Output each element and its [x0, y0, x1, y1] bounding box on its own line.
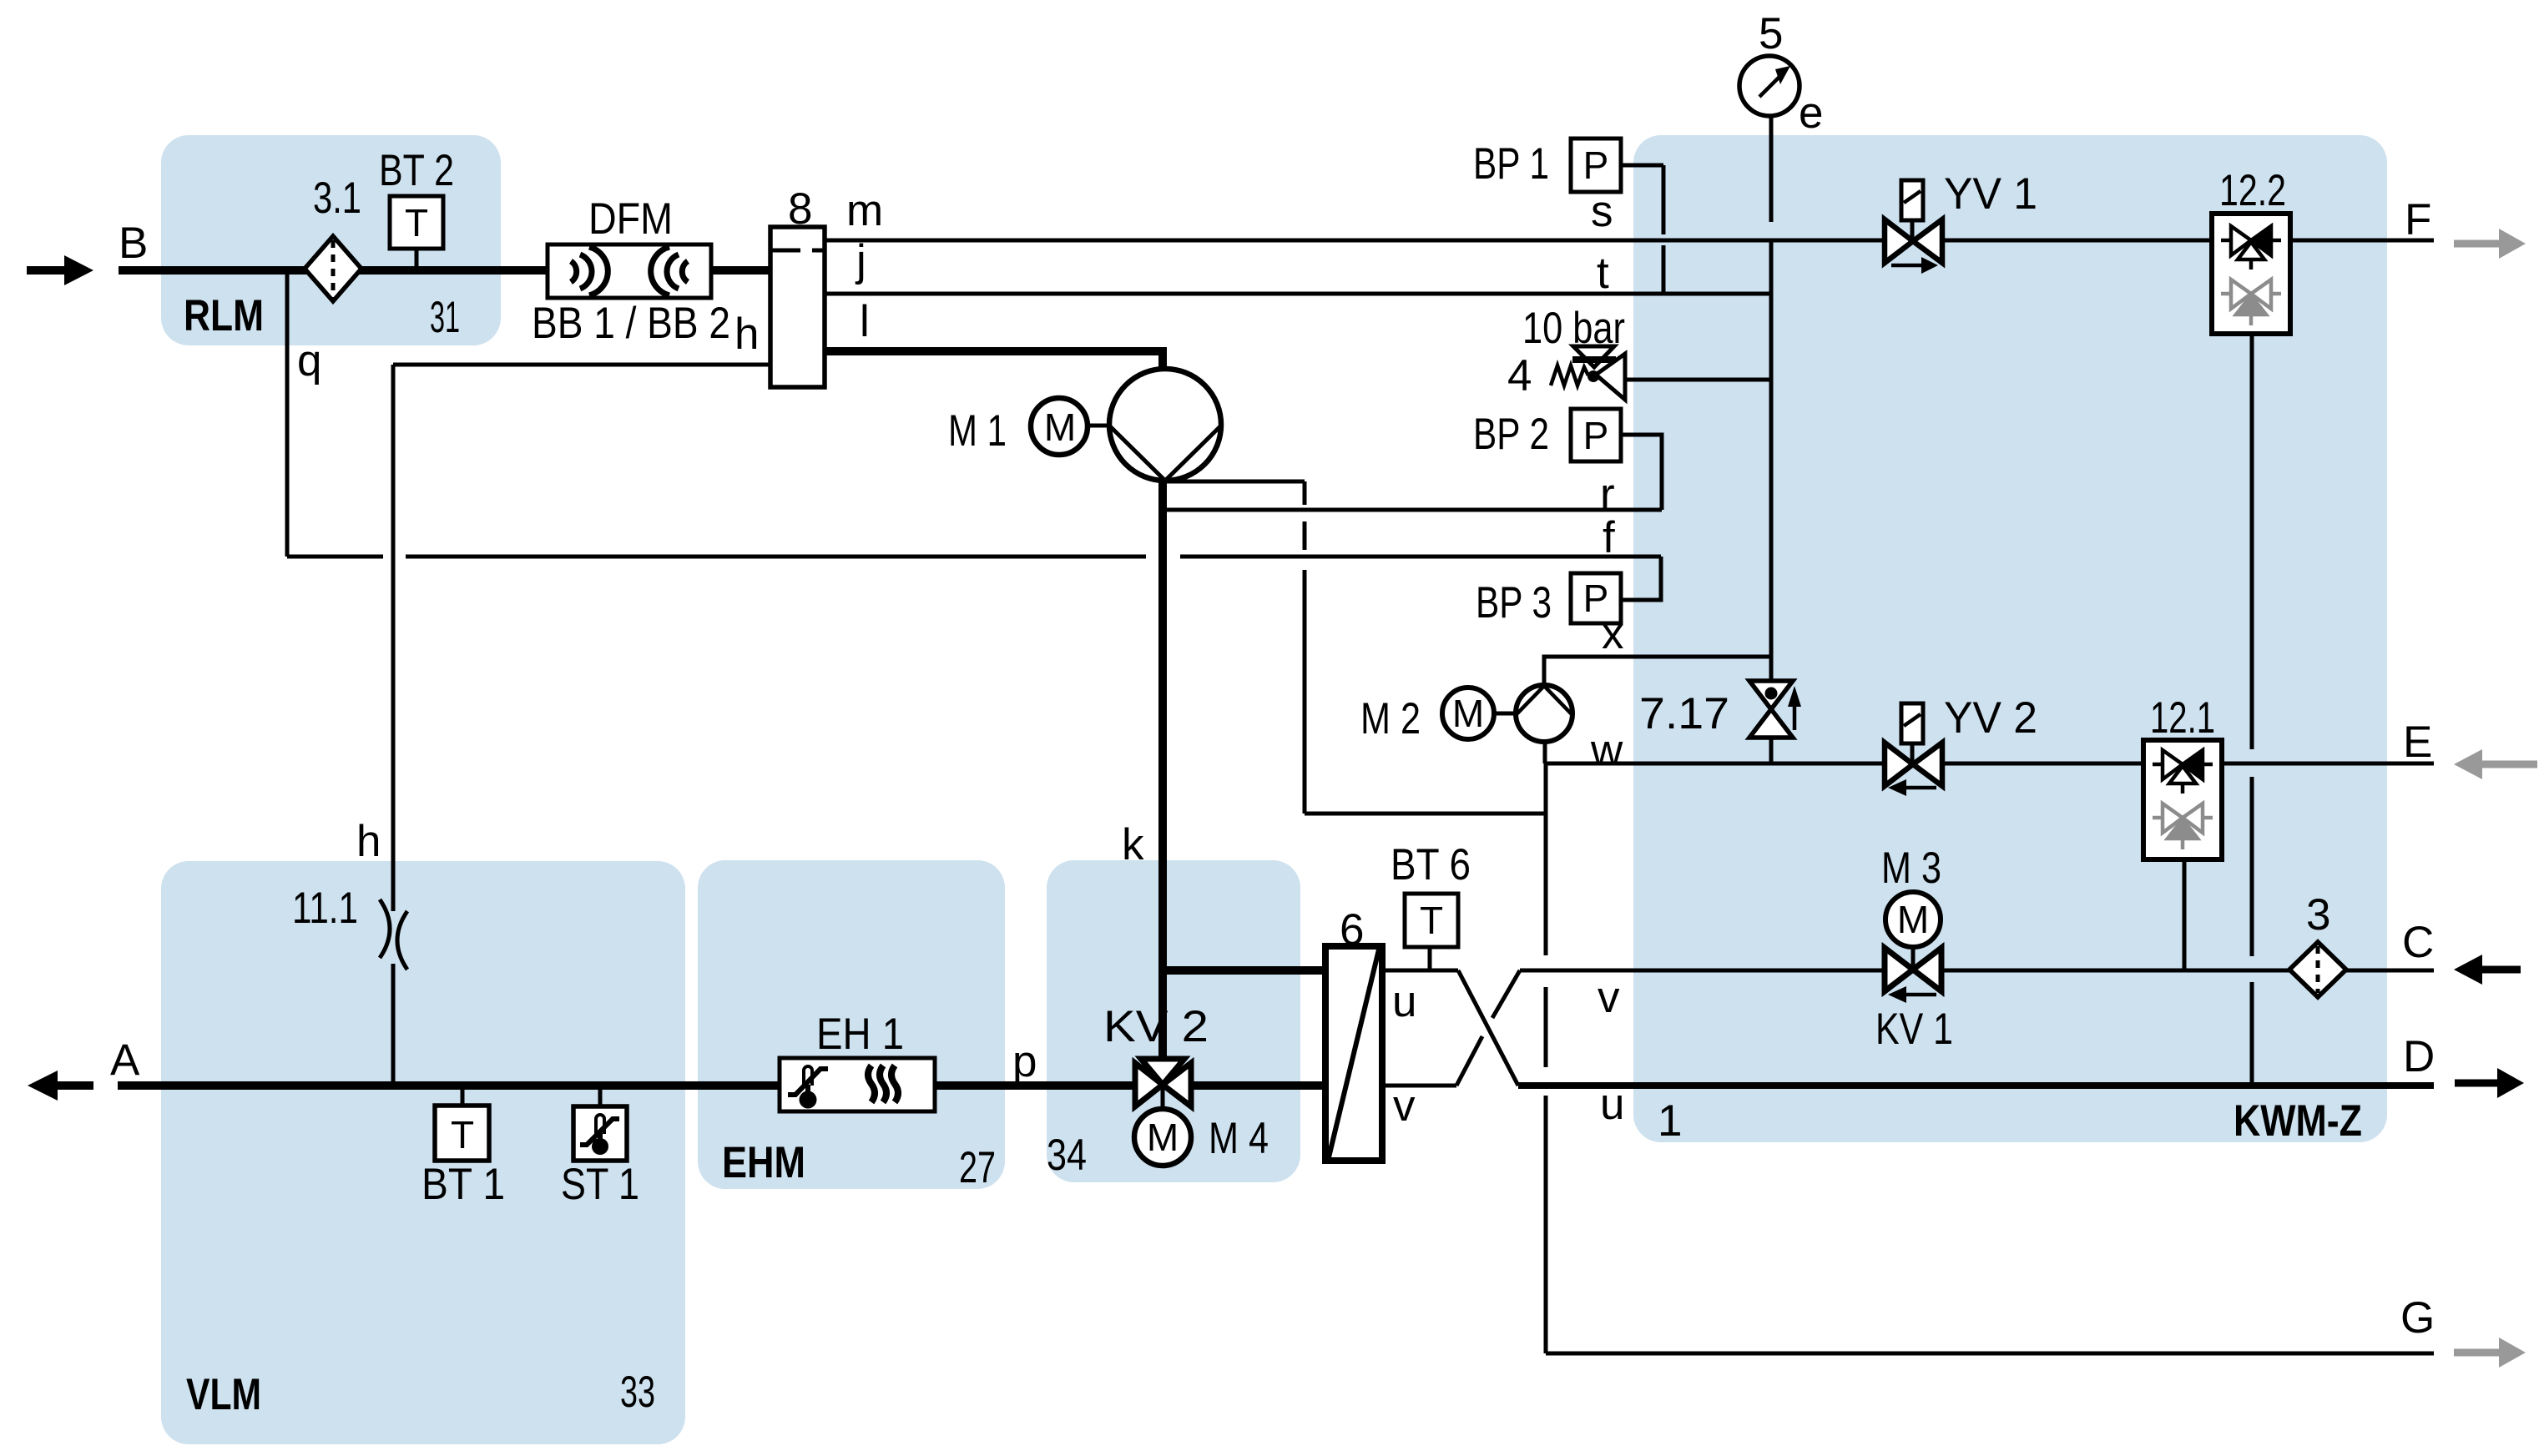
- svg-text:G: G: [2400, 1293, 2435, 1343]
- svg-text:h: h: [356, 817, 381, 866]
- svg-text:8: 8: [788, 184, 812, 234]
- svg-text:4: 4: [1507, 351, 1532, 401]
- svg-text:C: C: [2402, 918, 2434, 967]
- svg-text:BT 1: BT 1: [421, 1160, 505, 1209]
- svg-text:31: 31: [430, 293, 460, 342]
- svg-text:12.1: 12.1: [2150, 693, 2215, 743]
- svg-text:f: f: [1603, 513, 1615, 562]
- svg-text:q: q: [297, 336, 321, 385]
- svg-text:EH 1: EH 1: [816, 1010, 904, 1059]
- svg-text:k: k: [1122, 820, 1144, 869]
- svg-text:YV 1: YV 1: [1944, 169, 2037, 219]
- svg-text:M: M: [1452, 692, 1484, 735]
- svg-text:h: h: [734, 310, 759, 359]
- svg-text:KWM-Z: KWM-Z: [2234, 1096, 2362, 1146]
- svg-text:r: r: [1600, 470, 1615, 519]
- svg-text:33: 33: [620, 1368, 655, 1417]
- svg-text:RLM: RLM: [184, 291, 264, 340]
- svg-text:5: 5: [1759, 9, 1783, 58]
- svg-text:KV 1: KV 1: [1875, 1005, 1953, 1054]
- svg-text:7.17: 7.17: [1639, 689, 1729, 738]
- svg-text:m: m: [846, 186, 883, 235]
- svg-text:34: 34: [1047, 1131, 1087, 1180]
- svg-text:p: p: [1012, 1037, 1037, 1086]
- svg-text:M 3: M 3: [1881, 844, 1941, 893]
- svg-text:EHM: EHM: [722, 1138, 805, 1187]
- svg-text:VLM: VLM: [186, 1370, 261, 1419]
- svg-text:M 1: M 1: [948, 406, 1007, 456]
- svg-text:u: u: [1392, 977, 1416, 1026]
- svg-text:T: T: [405, 201, 428, 244]
- svg-text:P: P: [1583, 577, 1609, 620]
- svg-text:BT 2: BT 2: [379, 146, 454, 195]
- svg-text:1: 1: [1658, 1096, 1682, 1146]
- svg-text:YV 2: YV 2: [1944, 693, 2037, 743]
- svg-text:BB 1 / BB 2: BB 1 / BB 2: [532, 299, 730, 348]
- svg-text:M: M: [1044, 406, 1076, 449]
- svg-text:BP 1: BP 1: [1473, 139, 1549, 189]
- svg-text:M 4: M 4: [1209, 1114, 1269, 1163]
- svg-text:BP 2: BP 2: [1473, 410, 1549, 459]
- svg-text:T: T: [1420, 899, 1443, 942]
- svg-text:27: 27: [959, 1143, 996, 1192]
- svg-text:A: A: [110, 1035, 140, 1085]
- svg-text:T: T: [451, 1113, 474, 1156]
- svg-text:e: e: [1799, 88, 1823, 138]
- svg-text:10 bar: 10 bar: [1522, 304, 1625, 353]
- svg-text:j: j: [855, 236, 866, 285]
- svg-text:w: w: [1590, 726, 1623, 775]
- svg-text:B: B: [119, 219, 148, 268]
- svg-text:F: F: [2405, 195, 2431, 244]
- svg-text:ST 1: ST 1: [561, 1160, 639, 1209]
- svg-text:BP 3: BP 3: [1476, 578, 1552, 627]
- svg-text:x: x: [1602, 609, 1624, 658]
- svg-text:M 2: M 2: [1360, 694, 1421, 743]
- svg-text:t: t: [1597, 249, 1609, 298]
- svg-text:BT 6: BT 6: [1391, 840, 1471, 889]
- svg-text:M: M: [1897, 898, 1929, 941]
- svg-text:11.1: 11.1: [292, 884, 358, 933]
- svg-text:P: P: [1583, 144, 1609, 187]
- svg-text:M: M: [1147, 1116, 1179, 1159]
- svg-text:3.1: 3.1: [313, 174, 361, 223]
- svg-text:l: l: [860, 297, 870, 346]
- svg-text:v: v: [1393, 1081, 1416, 1131]
- svg-text:s: s: [1591, 187, 1613, 236]
- svg-text:12.2: 12.2: [2219, 166, 2286, 215]
- svg-text:P: P: [1583, 414, 1609, 457]
- svg-text:6: 6: [1340, 905, 1364, 955]
- svg-text:KV 2: KV 2: [1103, 1002, 1209, 1051]
- svg-text:D: D: [2403, 1032, 2435, 1081]
- svg-text:E: E: [2403, 718, 2432, 767]
- svg-text:3: 3: [2306, 890, 2330, 940]
- svg-text:v: v: [1598, 973, 1620, 1022]
- svg-text:u: u: [1600, 1080, 1624, 1129]
- svg-text:DFM: DFM: [588, 194, 673, 244]
